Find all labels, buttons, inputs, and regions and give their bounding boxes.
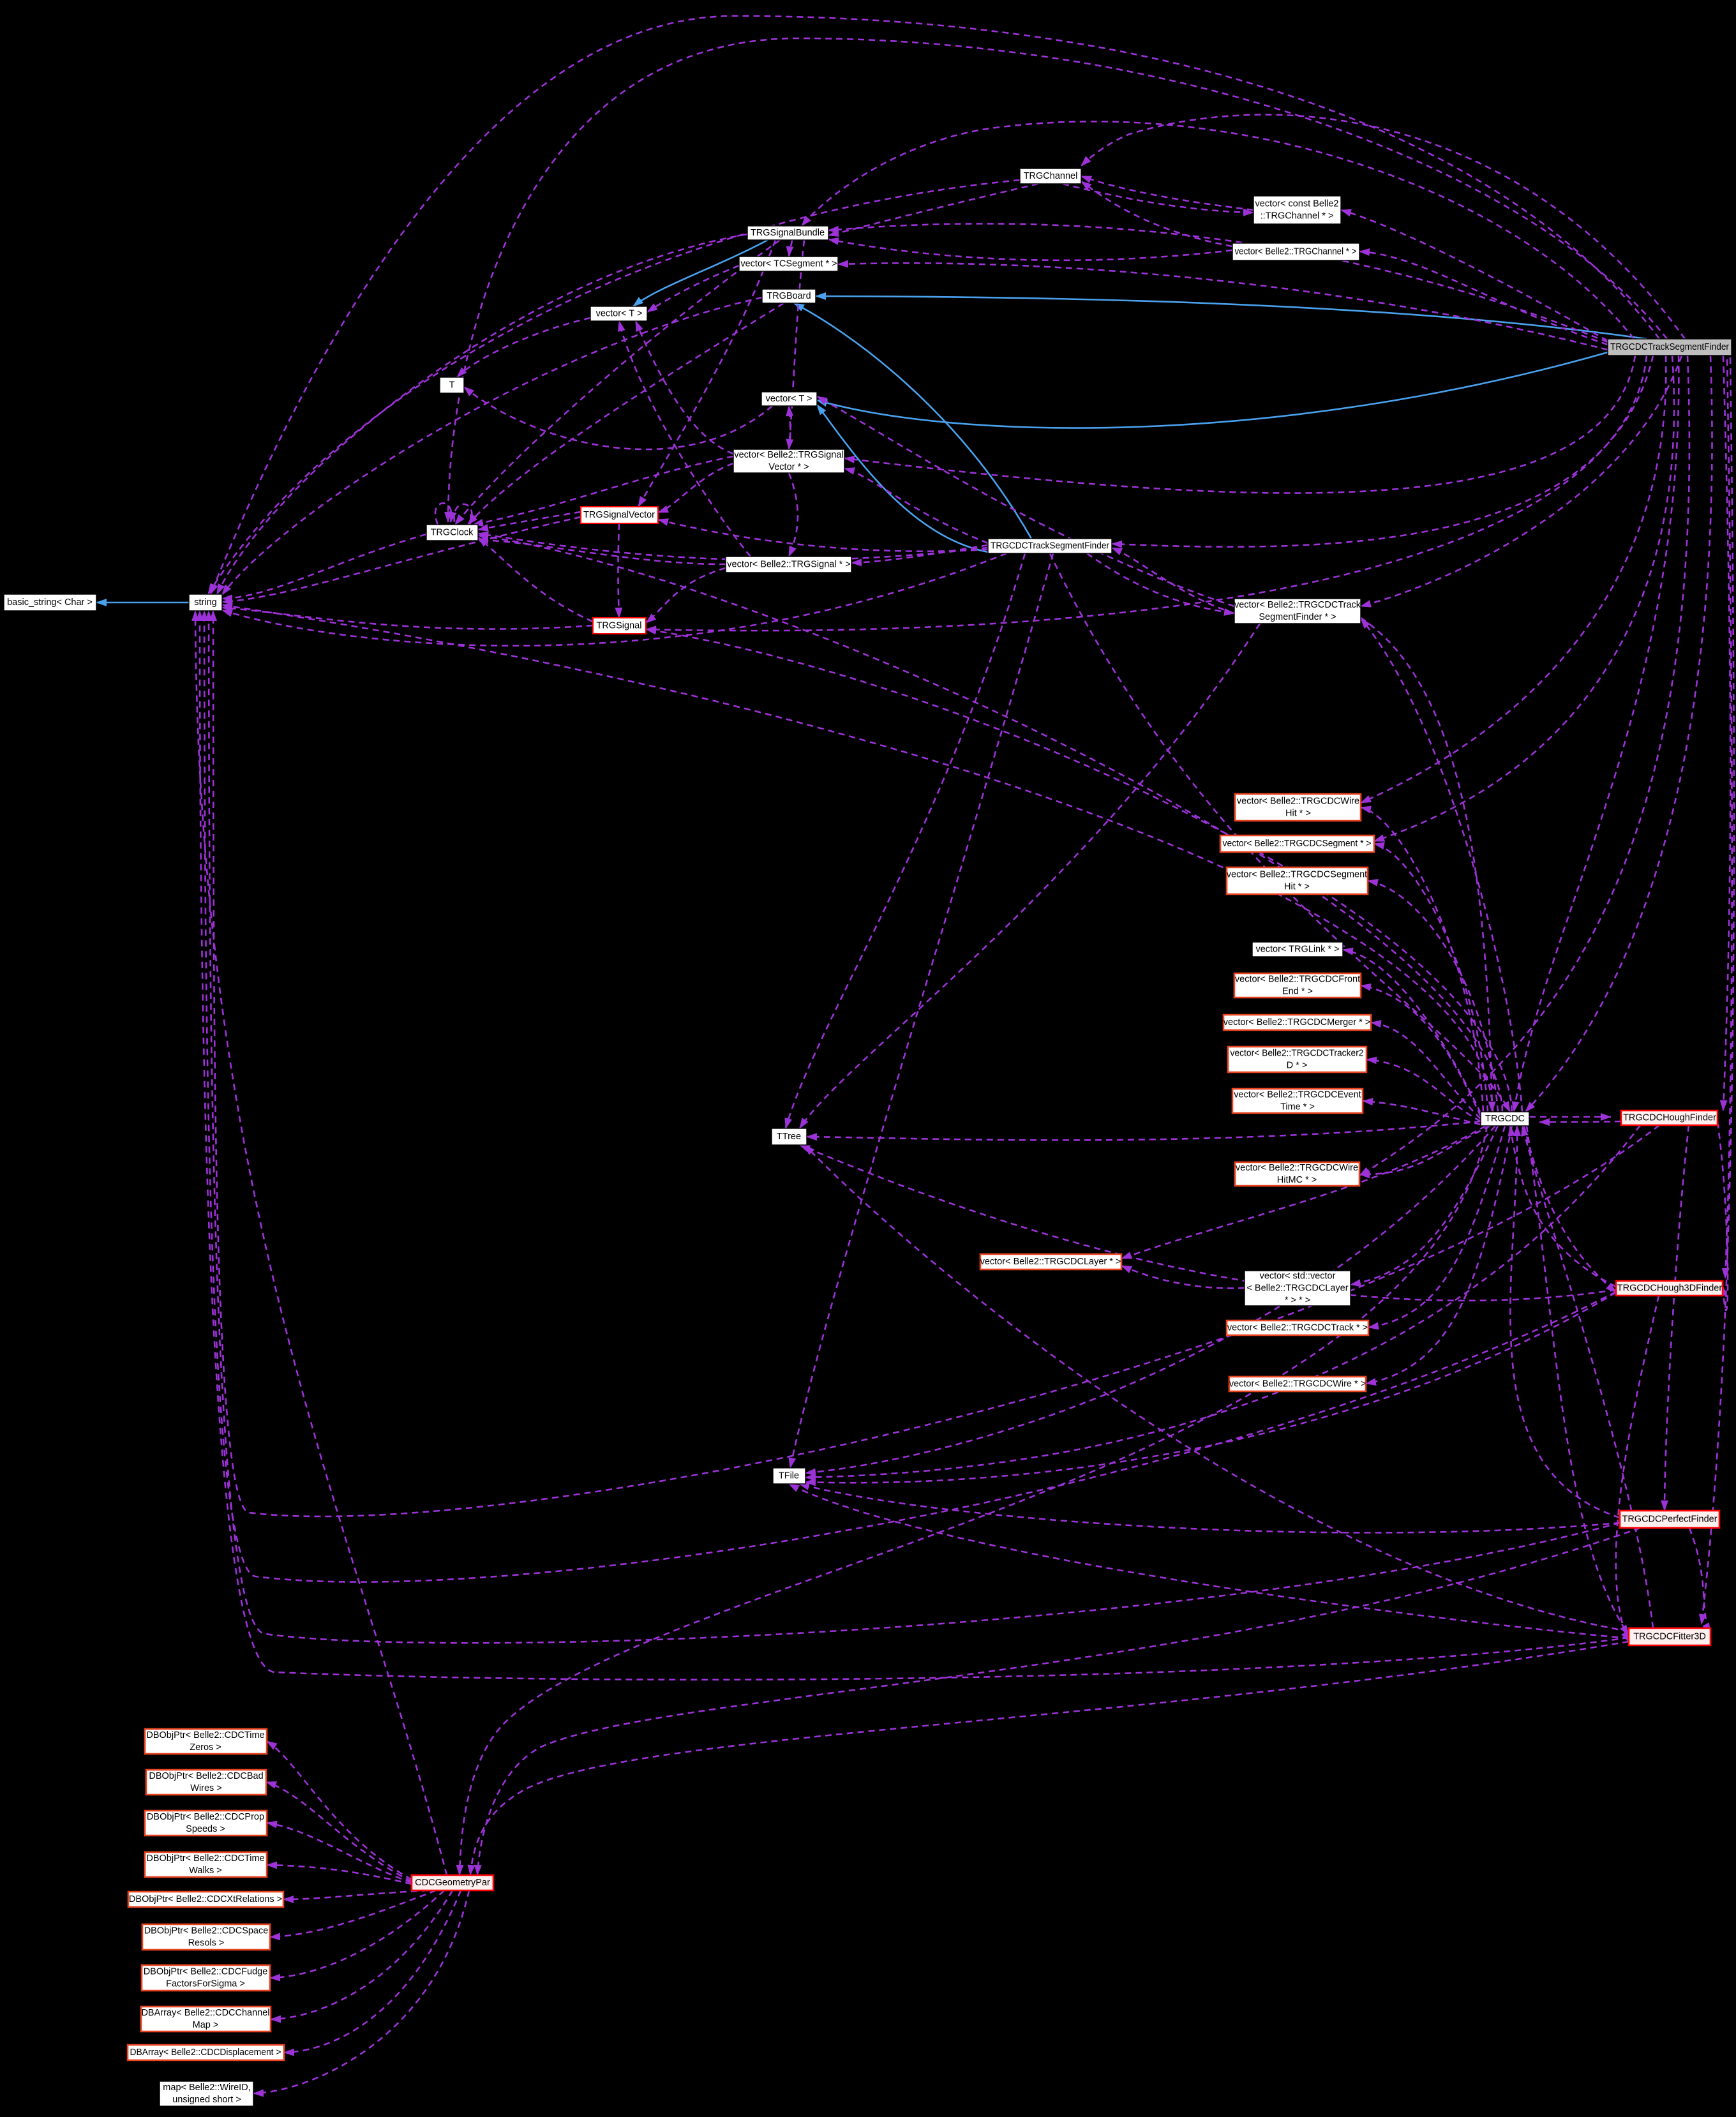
svg-text:FactorsForSigma >: FactorsForSigma > [166, 1979, 245, 1989]
svg-text:< Belle2::TRGCDCLayer: < Belle2::TRGCDCLayer [1246, 1283, 1348, 1294]
svg-text:SegmentFinder * >: SegmentFinder * > [1259, 612, 1336, 622]
svg-text:vector< Belle2::TRGCDCMerger *: vector< Belle2::TRGCDCMerger * > [1223, 1017, 1370, 1028]
svg-text:vector< Belle2::TRGCDCWire * >: vector< Belle2::TRGCDCWire * > [1229, 1379, 1366, 1389]
svg-text:unsigned short >: unsigned short > [172, 2095, 241, 2105]
svg-text:TRGChannel: TRGChannel [1024, 171, 1078, 181]
svg-text:TRGClock: TRGClock [431, 528, 474, 538]
svg-text:vector< TCSegment * >: vector< TCSegment * > [740, 259, 837, 269]
svg-text:Resols >: Resols > [188, 1938, 225, 1949]
svg-text:vector< T >: vector< T > [766, 394, 812, 404]
svg-text:DBArray< Belle2::CDCChannel: DBArray< Belle2::CDCChannel [141, 2008, 269, 2018]
svg-text:Vector * >: Vector * > [768, 462, 809, 472]
svg-text:D * >: D * > [1287, 1061, 1308, 1071]
svg-text:TRGCDCTrackSegmentFinder: TRGCDCTrackSegmentFinder [991, 541, 1109, 551]
svg-text:vector< Belle2::TRGCDCEvent: vector< Belle2::TRGCDCEvent [1234, 1090, 1361, 1100]
svg-text:TRGCDC: TRGCDC [1485, 1114, 1525, 1124]
svg-text:Hit * >: Hit * > [1285, 809, 1311, 819]
svg-text:Wires >: Wires > [190, 1783, 222, 1793]
svg-text:DBArray< Belle2::CDCDisplaceme: DBArray< Belle2::CDCDisplacement > [130, 2047, 281, 2058]
svg-text:End * >: End * > [1282, 987, 1313, 997]
svg-text:vector< TRGLink * >: vector< TRGLink * > [1255, 945, 1339, 955]
svg-text:vector< Belle2::TRGCDCSegment: vector< Belle2::TRGCDCSegment [1227, 870, 1367, 880]
svg-text:T: T [449, 380, 455, 391]
svg-text:TRGSignalBundle: TRGSignalBundle [751, 228, 825, 238]
svg-text:Speeds >: Speeds > [186, 1824, 225, 1834]
svg-text:TFile: TFile [779, 1471, 799, 1481]
svg-text:CDCGeometryPar: CDCGeometryPar [415, 1878, 490, 1888]
svg-text:TRGCDCFitter3D: TRGCDCFitter3D [1633, 1632, 1706, 1642]
svg-text:TRGCDCPerfectFinder: TRGCDCPerfectFinder [1622, 1515, 1717, 1525]
svg-text:DBObjPtr< Belle2::CDCFudge: DBObjPtr< Belle2::CDCFudge [144, 1967, 268, 1977]
svg-text:vector< Belle2::TRGSignal * >: vector< Belle2::TRGSignal * > [727, 560, 850, 570]
svg-text:vector< Belle2::TRGCDCTrack: vector< Belle2::TRGCDCTrack [1234, 600, 1361, 610]
svg-text:DBObjPtr< Belle2::CDCProp: DBObjPtr< Belle2::CDCProp [147, 1812, 264, 1822]
svg-text:basic_string< Char >: basic_string< Char > [7, 597, 93, 608]
svg-text:DBObjPtr< Belle2::CDCXtRelatio: DBObjPtr< Belle2::CDCXtRelations > [129, 1894, 282, 1904]
svg-text:DBObjPtr< Belle2::CDCBad: DBObjPtr< Belle2::CDCBad [149, 1771, 263, 1781]
svg-text:vector< Belle2::TRGCDCLayer *: vector< Belle2::TRGCDCLayer * > [980, 1257, 1121, 1267]
svg-text:vector< const Belle2: vector< const Belle2 [1255, 199, 1339, 209]
svg-text:TRGSignalVector: TRGSignalVector [583, 510, 655, 520]
svg-text:string: string [194, 597, 216, 608]
svg-text:HitMC * >: HitMC * > [1277, 1175, 1317, 1185]
svg-text:TRGCDCHough3DFinder: TRGCDCHough3DFinder [1617, 1283, 1723, 1294]
svg-text:Walks >: Walks > [189, 1866, 221, 1876]
svg-text:DBObjPtr< Belle2::CDCTime: DBObjPtr< Belle2::CDCTime [146, 1853, 264, 1864]
svg-text:DBObjPtr< Belle2::CDCTime: DBObjPtr< Belle2::CDCTime [146, 1730, 264, 1740]
svg-text:vector< T >: vector< T > [596, 309, 643, 319]
svg-text:vector< Belle2::TRGCDCWire: vector< Belle2::TRGCDCWire [1237, 797, 1359, 807]
svg-text:vector< Belle2::TRGCDCSegment: vector< Belle2::TRGCDCSegment * > [1223, 839, 1372, 849]
svg-text:TRGSignal: TRGSignal [597, 621, 642, 631]
svg-text:TRGCDCTrackSegmentFinder: TRGCDCTrackSegmentFinder [1610, 342, 1729, 352]
svg-text:vector< Belle2::TRGCDCTracker2: vector< Belle2::TRGCDCTracker2 [1231, 1049, 1364, 1059]
svg-text:Map >: Map > [193, 2020, 219, 2030]
svg-text:vector< Belle2::TRGCDCFront: vector< Belle2::TRGCDCFront [1235, 975, 1360, 985]
svg-text:vector< Belle2::TRGChannel * >: vector< Belle2::TRGChannel * > [1235, 247, 1357, 257]
svg-text:Hit * >: Hit * > [1284, 882, 1310, 892]
svg-text:vector< std::vector: vector< std::vector [1260, 1271, 1336, 1282]
svg-text:TRGCDCHoughFinder: TRGCDCHoughFinder [1623, 1113, 1716, 1123]
svg-text:TRGBoard: TRGBoard [767, 291, 811, 301]
svg-text:* > * >: * > * > [1285, 1296, 1310, 1306]
svg-text:DBObjPtr< Belle2::CDCSpace: DBObjPtr< Belle2::CDCSpace [144, 1926, 269, 1936]
svg-text:map< Belle2::WireID,: map< Belle2::WireID, [163, 2083, 250, 2093]
svg-text:vector< Belle2::TRGCDCTrack *: vector< Belle2::TRGCDCTrack * > [1227, 1323, 1368, 1333]
svg-text:TTree: TTree [777, 1132, 801, 1142]
svg-text:vector< Belle2::TRGCDCWire: vector< Belle2::TRGCDCWire [1236, 1163, 1358, 1173]
svg-text:vector< Belle2::TRGSignal: vector< Belle2::TRGSignal [734, 450, 843, 460]
svg-text:Time * >: Time * > [1280, 1102, 1315, 1112]
svg-text:Zeros >: Zeros > [190, 1742, 221, 1753]
svg-text:::TRGChannel * >: ::TRGChannel * > [1261, 211, 1334, 221]
